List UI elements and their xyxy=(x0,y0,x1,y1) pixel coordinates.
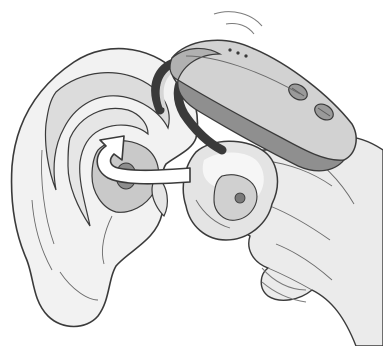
ear-icon xyxy=(12,49,198,327)
